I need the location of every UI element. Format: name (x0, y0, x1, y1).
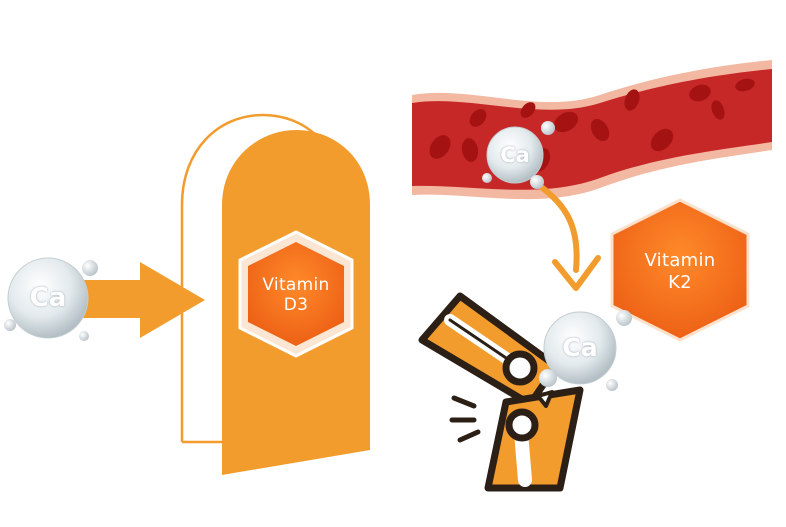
vitamin-k2-line2: K2 (668, 272, 692, 293)
calcium-label-vessel: Ca (500, 143, 530, 167)
vitamin-d3-line2: D3 (283, 295, 309, 315)
hexagon-badge-d3 (238, 230, 354, 358)
vitamin-k2-label: Vitamin K2 (625, 250, 735, 294)
curved-arrow-icon (537, 183, 601, 291)
vitamin-d3-label: Vitamin D3 (246, 275, 346, 315)
hexagon-badge-k2 (610, 198, 750, 342)
blood-vessel-icon (412, 60, 772, 200)
calcium-bubble-vessel (482, 121, 555, 189)
vitamin-d3-line1: Vitamin (262, 275, 330, 295)
calcium-bubble-joint (539, 310, 632, 391)
calcium-label-joint: Ca (562, 333, 598, 362)
calcium-bubble-left (4, 257, 98, 341)
pain-lines-icon (449, 395, 481, 443)
calcium-label-left: Ca (29, 283, 67, 313)
arrow-right-icon (80, 262, 205, 338)
vitamin-k2-line1: Vitamin (644, 250, 716, 271)
blood-cells (429, 78, 755, 173)
